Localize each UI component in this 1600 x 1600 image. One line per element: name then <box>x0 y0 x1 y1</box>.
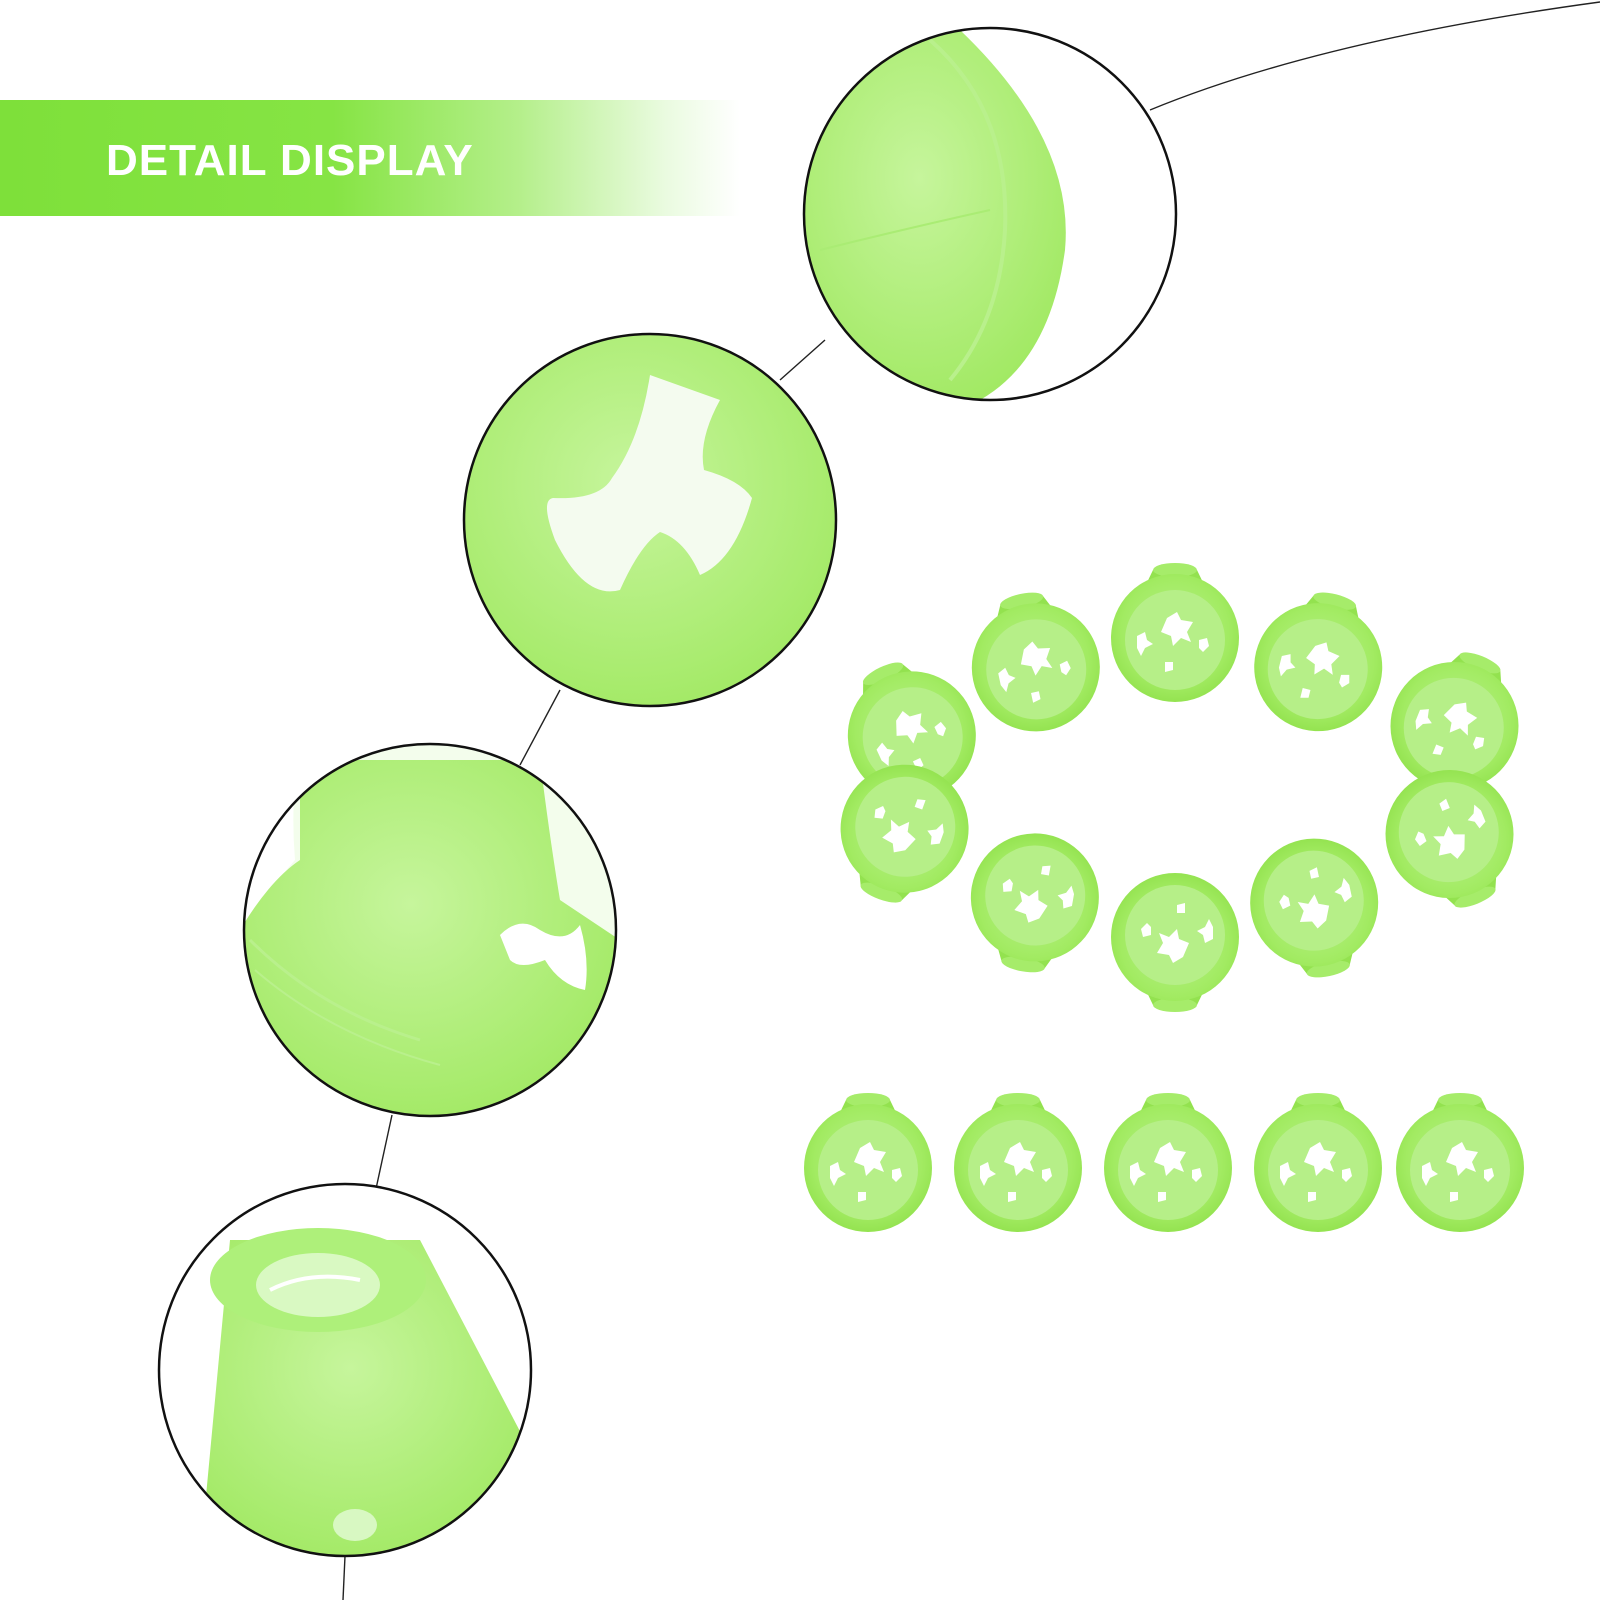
side-wall-closeup <box>242 742 618 1118</box>
connector-line-2 <box>519 689 561 766</box>
golf-tee-icon <box>1111 873 1239 1012</box>
title-banner: DETAIL DISPLAY <box>0 100 740 216</box>
connector-line-4 <box>342 1555 346 1600</box>
base-hole-closeup <box>157 1182 533 1558</box>
golf-tee-icon <box>1396 1093 1524 1232</box>
golf-tee-icon <box>1111 563 1239 702</box>
golf-tee-icon <box>1104 1093 1232 1232</box>
golf-tee-icon <box>1238 826 1393 990</box>
connector-line-top <box>1149 1 1600 111</box>
connector-line-1 <box>779 339 826 381</box>
product-group <box>804 563 1542 1232</box>
golf-tee-icon <box>1240 578 1399 745</box>
golf-tee-icon <box>958 823 1110 983</box>
connector-line-3 <box>373 1114 393 1199</box>
golf-tee-icon <box>957 580 1112 744</box>
golf-tee-icon <box>1366 750 1537 928</box>
cup-rim-closeup <box>802 26 1178 402</box>
slot-cutout-closeup <box>462 332 838 708</box>
golf-tee-icon <box>954 1093 1082 1232</box>
banner-title: DETAIL DISPLAY <box>106 136 474 185</box>
golf-tee-icon <box>1254 1093 1382 1232</box>
golf-tee-icon <box>804 1093 932 1232</box>
